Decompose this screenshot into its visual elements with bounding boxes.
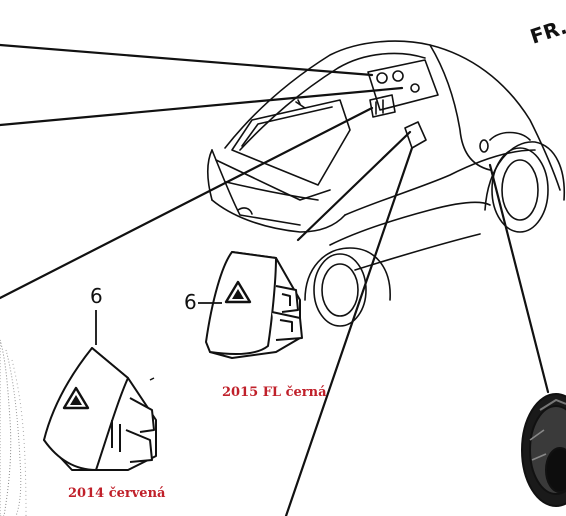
hazard-switch-2015	[205, 251, 303, 359]
car-body-outline	[207, 40, 566, 327]
edge-dot-pattern	[0, 339, 27, 516]
hazard-switch-2014	[43, 347, 157, 471]
caption-2014-red: 2014 červená	[68, 486, 166, 501]
tick-mark	[149, 377, 155, 381]
front-direction-marker: FR.	[527, 14, 566, 48]
ignition-knob-part	[521, 393, 566, 507]
caption-2015-fl-black: 2015 FL černá	[222, 385, 327, 400]
callout-number-2015: 6	[184, 290, 197, 314]
leader-lines	[0, 43, 550, 516]
callout-number-2014: 6	[90, 284, 103, 308]
